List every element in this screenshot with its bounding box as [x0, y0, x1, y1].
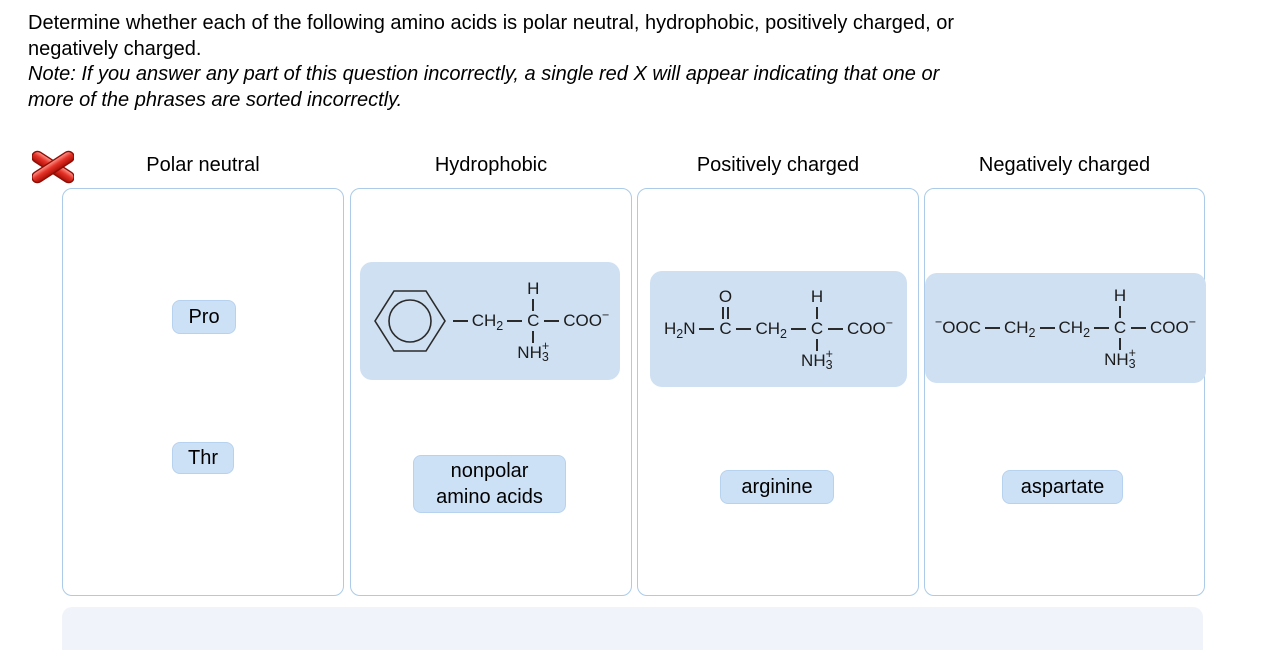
- atom-nh3: NH+3: [517, 339, 550, 364]
- atom-nh3: NH+3: [801, 347, 833, 372]
- benzene-ring-icon: [373, 290, 446, 352]
- charge-plus: +: [541, 339, 550, 353]
- alpha-carbon-group: H C NH+3: [1104, 285, 1136, 371]
- atom-nh3: NH+3: [1104, 346, 1136, 371]
- structure-card-asparagine[interactable]: H2N O C CH2 H C NH+3 COO−: [650, 271, 907, 387]
- subscript-3: 3: [825, 358, 833, 372]
- atom-c: C: [527, 311, 540, 330]
- column-header-negatively-charged: Negatively charged: [978, 154, 1151, 176]
- bond-line: [736, 328, 752, 330]
- bond-line: [1119, 338, 1121, 350]
- bin-positively-charged[interactable]: [637, 188, 919, 596]
- atom-ch2: CH2: [755, 319, 787, 341]
- subscript-3: 3: [541, 350, 549, 364]
- carbonyl-carbon-group: O C: [718, 286, 732, 372]
- charge-minus: −: [601, 308, 610, 322]
- bin-negatively-charged[interactable]: [924, 188, 1205, 596]
- structure-card-glutamate[interactable]: −OOC CH2 CH2 H C NH+3 COO−: [925, 273, 1206, 383]
- subscript-3: 3: [1128, 357, 1136, 371]
- instruction-line: negatively charged.: [28, 37, 202, 60]
- asparagine-structure: H2N O C CH2 H C NH+3 COO−: [664, 286, 893, 372]
- bond-line: [452, 320, 468, 322]
- chip-thr[interactable]: Thr: [172, 442, 234, 474]
- charge-plus: +: [1128, 346, 1136, 360]
- charge-plus: +: [825, 347, 833, 361]
- bond-line: [827, 328, 843, 330]
- atom-h2n: H2N: [663, 319, 696, 341]
- atom-ooc: −OOC: [934, 315, 981, 337]
- atom-h: H: [527, 279, 540, 298]
- column-header-hydrophobic: Hydrophobic: [434, 154, 548, 176]
- glutamate-structure: −OOC CH2 CH2 H C NH+3 COO−: [935, 285, 1196, 371]
- bond-line: [816, 339, 818, 351]
- instructions: Determine whether each of the following …: [28, 11, 954, 113]
- bond-line: [544, 320, 560, 322]
- chip-nonpolar-amino-acids[interactable]: nonpolar amino acids: [413, 455, 566, 513]
- item-tray[interactable]: [62, 607, 1203, 650]
- atom-o: O: [718, 287, 733, 306]
- charge-minus: −: [885, 316, 894, 330]
- structure-card-phenylalanine[interactable]: CH2 H C NH+3 COO−: [360, 262, 620, 380]
- atom-coo: COO−: [563, 308, 610, 330]
- charge-minus: −: [934, 315, 943, 329]
- bond-line: [984, 327, 1000, 329]
- bin-hydrophobic[interactable]: [350, 188, 632, 596]
- bond-line: [1094, 327, 1110, 329]
- chip-pro[interactable]: Pro: [172, 300, 236, 334]
- atom-coo: COO−: [846, 316, 894, 338]
- atom-c: C: [719, 319, 732, 338]
- note-line: Note: If you answer any part of this que…: [28, 63, 940, 85]
- phenylalanine-structure: CH2 H C NH+3 COO−: [371, 278, 610, 364]
- atom-h: H: [1113, 286, 1127, 305]
- chip-arginine[interactable]: arginine: [720, 470, 834, 504]
- bond-line: [1039, 327, 1055, 329]
- atom-c: C: [810, 319, 824, 338]
- atom-h: H: [810, 287, 824, 306]
- alpha-carbon-group: H C NH+3: [517, 278, 549, 364]
- column-header-positively-charged: Positively charged: [696, 154, 860, 176]
- instruction-line: Determine whether each of the following …: [28, 12, 955, 34]
- bond-line: [1131, 327, 1147, 329]
- note-line: more of the phrases are sorted incorrect…: [28, 88, 403, 111]
- bond-line: [699, 328, 715, 330]
- bond-line: [532, 299, 535, 311]
- bond-line: [1119, 306, 1121, 318]
- chip-aspartate[interactable]: aspartate: [1002, 470, 1123, 504]
- column-header-polar-neutral: Polar neutral: [146, 154, 260, 176]
- alpha-carbon-group: H C NH+3: [801, 286, 833, 372]
- bond-line: [507, 320, 523, 322]
- atom-ch2: CH2: [471, 311, 504, 333]
- bond-line: [790, 328, 806, 330]
- charge-minus: −: [1188, 315, 1197, 329]
- atom-c: C: [1113, 318, 1127, 337]
- bond-line: [532, 331, 535, 343]
- incorrect-red-x-icon: [31, 149, 75, 185]
- atom-ch2: CH2: [1003, 318, 1036, 340]
- atom-coo: COO−: [1150, 315, 1197, 337]
- bond-line: [816, 307, 818, 319]
- bin-polar-neutral[interactable]: [62, 188, 344, 596]
- double-bond-line: [722, 307, 729, 319]
- atom-ch2: CH2: [1058, 318, 1091, 340]
